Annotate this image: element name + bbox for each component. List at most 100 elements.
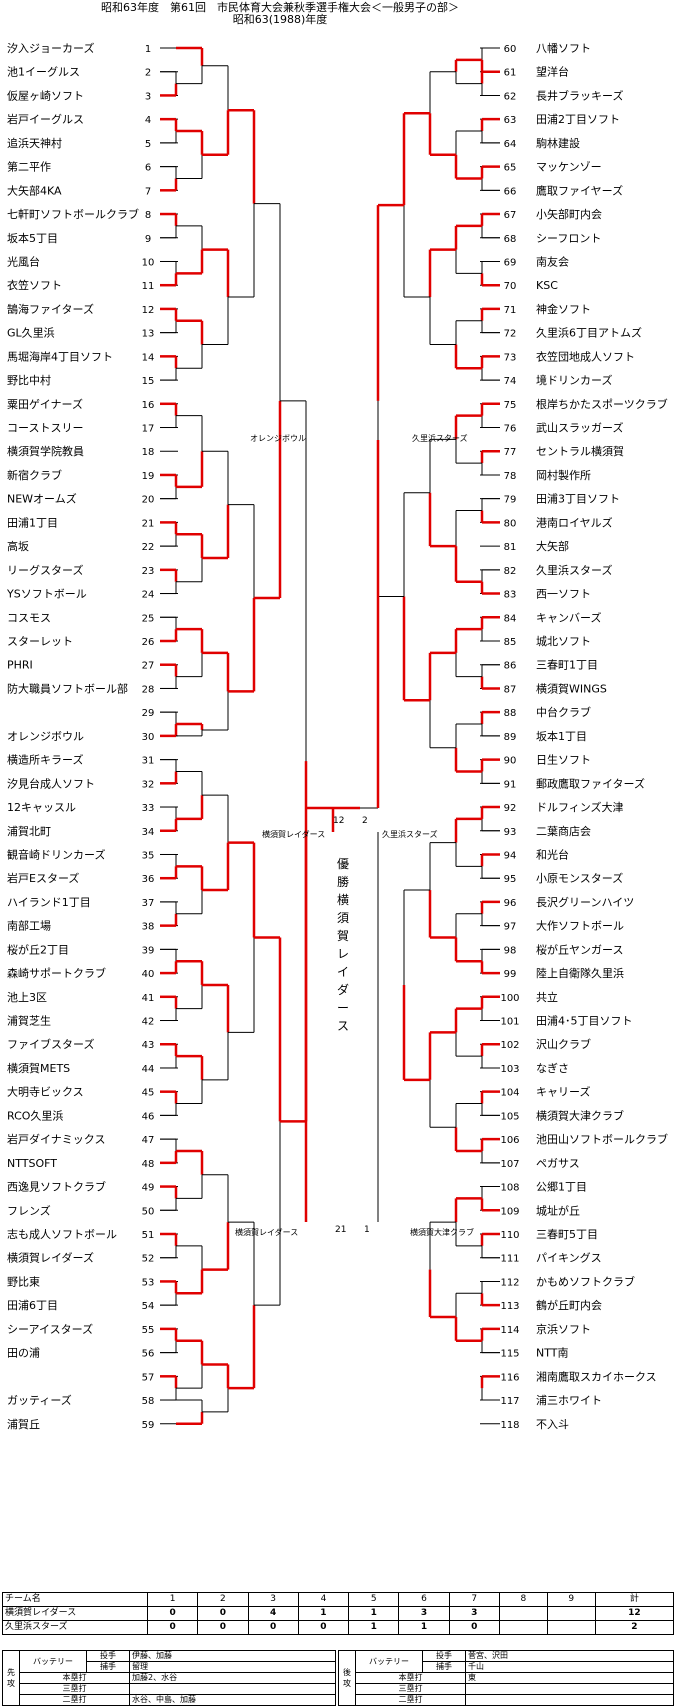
- line-score-inning: 3: [448, 1606, 500, 1621]
- team-number: 91: [504, 779, 517, 790]
- bracket-lines: [160, 46, 500, 1426]
- team-name: 城址が丘: [536, 1203, 580, 1217]
- line-score-inning: 3: [398, 1606, 450, 1621]
- line-score-inning: 0: [197, 1606, 249, 1621]
- team-name: オレンジボウル: [7, 730, 84, 743]
- line-score-header-cell: 4: [297, 1592, 350, 1607]
- team-number: 107: [500, 1159, 519, 1170]
- team-name: 防大職員ソフトボール部: [7, 681, 128, 695]
- team-name: 京浜ソフト: [536, 1322, 591, 1336]
- team-name: 桜が丘ヤンガース: [536, 942, 623, 956]
- team-name: 高坂: [7, 539, 29, 553]
- line-score-inning: 1: [348, 1606, 400, 1621]
- team-name: 久里浜6丁目アトムズ: [536, 326, 642, 340]
- team-name: 小原モンスターズ: [536, 871, 623, 885]
- team-number: 109: [500, 1206, 519, 1217]
- team-name: 湘南鷹取スカイホークス: [536, 1369, 657, 1383]
- team-number: 116: [500, 1372, 519, 1383]
- team-name: 鷹取ファイヤーズ: [536, 183, 623, 197]
- bracket-label-raiders-1: 横須賀レイダース: [262, 829, 325, 839]
- team-name: 森崎サポートクラブ: [7, 966, 106, 980]
- team-name: 共立: [536, 990, 558, 1004]
- final-score-left-bottom: 21: [335, 1225, 346, 1235]
- right-team-list: 八幡ソフト60望洋台61長井ブラッキーズ62田浦2丁目ソフト63駒林建設64マッ…: [500, 41, 668, 1431]
- team-number: 73: [504, 352, 517, 363]
- triple-right: [465, 1683, 674, 1695]
- team-number: 76: [504, 424, 517, 435]
- team-name: 粟田ゲイナーズ: [7, 397, 83, 411]
- team-name: 田浦4･5丁目ソフト: [536, 1015, 633, 1028]
- team-name: 第二平作: [7, 160, 51, 174]
- team-number: 3: [145, 91, 151, 102]
- line-score-team: 久里浜スターズ: [2, 1620, 148, 1635]
- team-name: 浦三ホワイト: [536, 1394, 602, 1407]
- team-number: 88: [504, 708, 517, 719]
- team-number: 104: [500, 1088, 519, 1099]
- team-number: 71: [504, 305, 517, 316]
- team-name: NEWオームズ: [7, 492, 77, 506]
- team-name: 鶴が丘町内会: [536, 1298, 602, 1312]
- team-name: 城北ソフト: [536, 635, 591, 648]
- team-name: コスモス: [7, 611, 51, 624]
- team-name: 岩戸ダイナミックス: [7, 1132, 105, 1146]
- team-number: 58: [142, 1396, 155, 1407]
- team-number: 1: [145, 44, 151, 55]
- team-number: 98: [504, 945, 517, 956]
- team-number: 69: [504, 257, 517, 268]
- team-number: 95: [504, 874, 517, 885]
- team-number: 44: [142, 1064, 155, 1075]
- team-number: 100: [500, 993, 519, 1004]
- line-score-header-cell: 計: [594, 1592, 675, 1607]
- team-name: 池1イーグルス: [7, 65, 80, 79]
- pitcher-label-right: 投手: [422, 1650, 466, 1662]
- team-number: 14: [142, 352, 155, 363]
- team-name: パイキングス: [536, 1251, 602, 1265]
- team-name: 汐見台成人ソフト: [7, 776, 95, 790]
- team-number: 97: [504, 922, 517, 933]
- team-name: YSソフトボール: [6, 588, 87, 601]
- line-score-inning: [498, 1620, 548, 1635]
- team-number: 38: [142, 922, 155, 933]
- team-name: PHRI: [7, 659, 33, 672]
- team-number: 114: [500, 1325, 519, 1336]
- team-number: 15: [142, 376, 155, 387]
- team-name: 横須賀学院教員: [7, 444, 84, 458]
- team-name: GL久里浜: [7, 327, 55, 340]
- team-name: 新宿クラブ: [7, 468, 62, 482]
- team-number: 7: [145, 186, 151, 197]
- champion-char: 須: [337, 911, 349, 925]
- team-number: 68: [504, 234, 517, 245]
- page-subtitle: 昭和63(1988)年度: [232, 13, 328, 26]
- team-name: なぎさ: [536, 1061, 569, 1075]
- line-score-header-cell: 8: [498, 1592, 548, 1607]
- team-name: フレンズ: [7, 1203, 51, 1217]
- line-score-header-cell: 9: [546, 1592, 596, 1607]
- team-number: 99: [504, 969, 517, 980]
- team-name: 三春町5丁目: [536, 1228, 598, 1241]
- catcher-label-right: 捕手: [422, 1661, 466, 1673]
- team-name: 大矢部: [536, 539, 569, 553]
- champion-char: ダ: [337, 982, 349, 997]
- team-name: 光風台: [7, 254, 40, 268]
- team-name: 追浜天神村: [7, 136, 62, 150]
- triple-label-right: 三塁打: [355, 1683, 466, 1695]
- team-name: 田の浦: [7, 1347, 40, 1360]
- team-number: 25: [142, 613, 155, 624]
- team-number: 11: [142, 281, 155, 292]
- team-number: 51: [142, 1230, 155, 1241]
- team-number: 45: [142, 1088, 155, 1099]
- battery-table-right: 後攻 バッテリー 投手 菅宮、沢田 捕手 千山 本塁打 東 三塁打 二塁打: [338, 1650, 674, 1706]
- team-number: 79: [504, 495, 517, 506]
- team-number: 65: [504, 163, 517, 174]
- team-number: 101: [500, 1017, 519, 1028]
- pitcher-right: 菅宮、沢田: [465, 1650, 674, 1662]
- team-name: ペガサス: [536, 1157, 580, 1170]
- battery-table-left: 先攻 バッテリー 投手 伊藤、加藤 捕手 留理 本塁打 加藤2、水谷 三塁打 二…: [2, 1650, 336, 1706]
- team-number: 110: [500, 1230, 519, 1241]
- champion-char: 勝: [337, 874, 349, 889]
- team-name: 境ドリンカーズ: [536, 373, 612, 387]
- team-name: 七軒町ソフトボールクラブ: [7, 207, 139, 221]
